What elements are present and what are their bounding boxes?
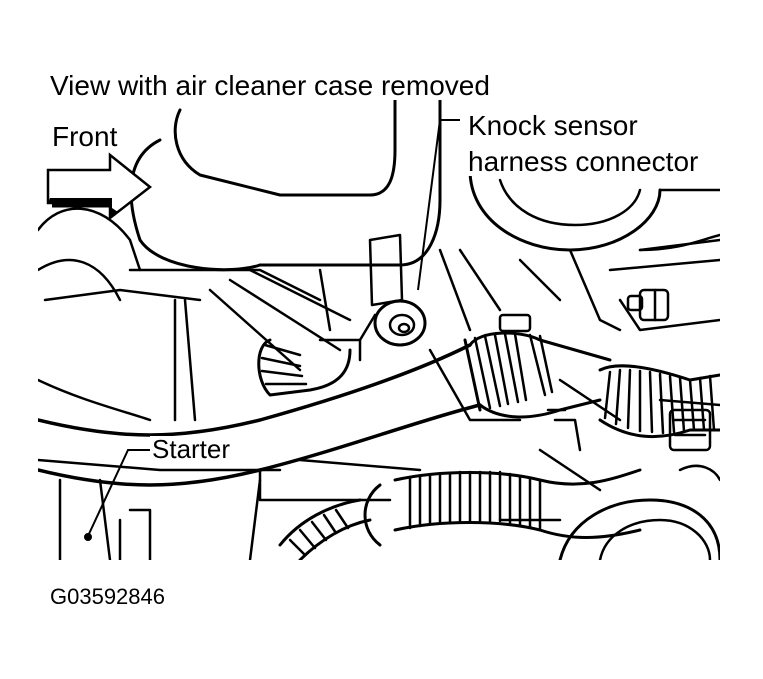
right-harness — [546, 364, 720, 452]
knock-sensor-label-line1: Knock sensor — [466, 110, 640, 141]
view-caption: View with air cleaner case removed — [48, 70, 492, 101]
starter-label: Starter — [150, 434, 233, 464]
knock-sensor-label-line2: harness connector — [466, 146, 701, 177]
hose-clamp — [463, 313, 554, 412]
lower-harness — [258, 468, 642, 547]
starter-housing — [558, 464, 720, 560]
knock-sensor-connector — [358, 233, 427, 347]
starter-leader — [87, 449, 150, 537]
leader-lines — [84, 94, 460, 541]
bottom-left-harness — [118, 498, 372, 560]
figure-code: G03592846 — [50, 584, 165, 609]
front-arrow-icon — [46, 152, 153, 221]
front-label: Front — [50, 121, 120, 152]
bolt — [626, 288, 670, 322]
engine-block-background — [38, 207, 720, 560]
intake-duct — [129, 95, 720, 272]
knock-sensor-leader — [417, 119, 460, 291]
left-harness — [257, 338, 362, 397]
